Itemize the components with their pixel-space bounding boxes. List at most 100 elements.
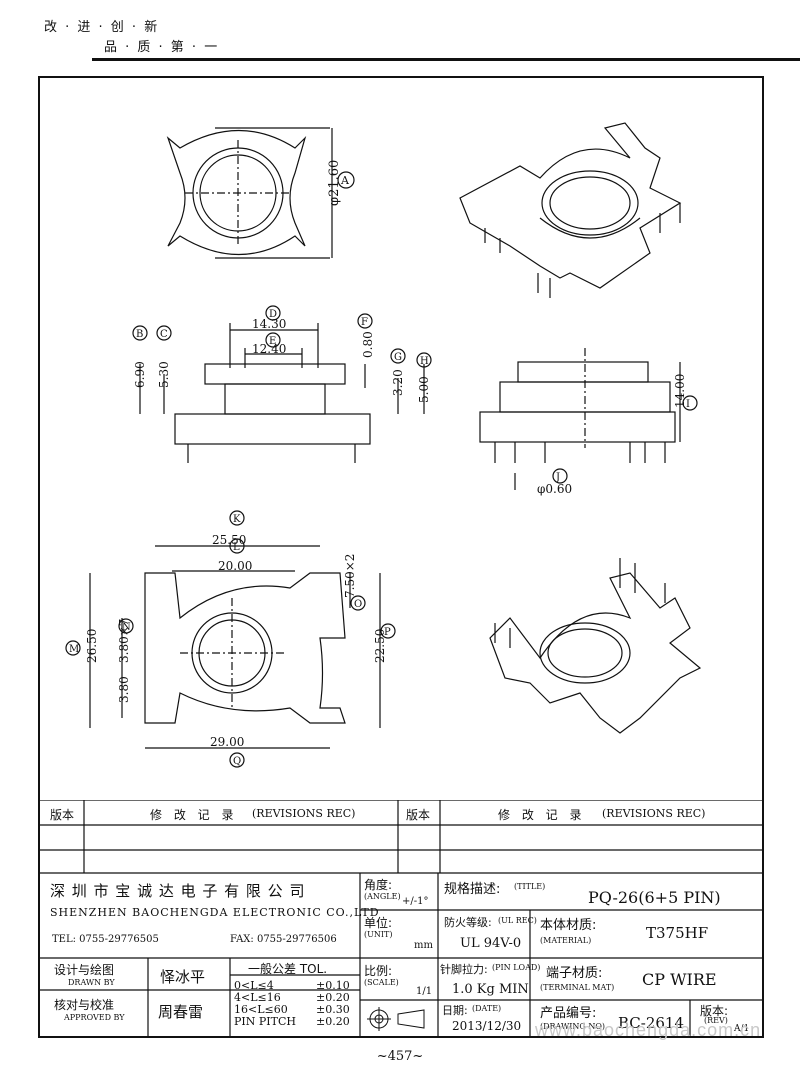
svg-text:20.00: 20.00 <box>218 559 252 573</box>
dim-A-value: φ21.60 <box>327 160 342 206</box>
title-value: PQ-26(6+5 PIN) <box>588 888 721 907</box>
header-slogan-2: 品 · 质 · 第 · 一 <box>104 40 220 55</box>
fire-value: UL 94V-0 <box>460 936 522 951</box>
terminal-label-en: (TERMINAL MAT) <box>540 983 615 992</box>
rev-col-version: 版本 <box>50 808 75 822</box>
rev-label: 版本: <box>700 1004 729 1018</box>
scale-label: 比例: <box>364 964 393 978</box>
svg-text:H: H <box>420 356 429 367</box>
terminal-value: CP WIRE <box>642 970 717 989</box>
rev-col-record-en: (REVISIONS REC) <box>252 807 356 820</box>
title-block: 版本 修 改 记 录 (REVISIONS REC) 版本 修 改 记 录 (R… <box>40 800 762 1036</box>
unit-label: 单位: <box>364 916 393 930</box>
page-number: ~457~ <box>376 1049 424 1064</box>
svg-text:E: E <box>269 336 276 347</box>
title-block-grid <box>40 800 762 1036</box>
svg-text:I: I <box>686 399 690 410</box>
svg-text:29.00: 29.00 <box>210 735 244 749</box>
svg-text:L: L <box>233 542 240 553</box>
svg-text:C: C <box>160 329 168 340</box>
company-name-en: SHENZHEN BAOCHENGDA ELECTRONIC CO.,LTD <box>50 906 380 919</box>
scale-label-en: (SCALE) <box>364 978 399 987</box>
svg-text:Q: Q <box>233 756 241 767</box>
top-view: φ21.60 A <box>166 127 355 259</box>
company-fax: FAX: 0755-29776506 <box>230 934 337 945</box>
svg-text:K: K <box>233 514 241 525</box>
svg-text:14.00: 14.00 <box>673 374 687 408</box>
svg-text:0.80: 0.80 <box>361 331 375 358</box>
approved-by-label-en: APPROVED BY <box>64 1013 125 1022</box>
svg-text:6.90: 6.90 <box>133 361 147 388</box>
svg-text:3.80: 3.80 <box>117 676 131 703</box>
pinload-label-en: (PIN LOAD) <box>492 963 541 972</box>
drawn-by-label-en: DRAWN BY <box>68 978 115 987</box>
watermark: www.baochengda.com.cn <box>535 1020 762 1040</box>
svg-text:25.50: 25.50 <box>212 533 246 547</box>
svg-text:3.20: 3.20 <box>391 369 405 396</box>
pinload-value: 1.0 Kg MIN <box>452 982 529 997</box>
svg-text:P: P <box>384 627 391 638</box>
date-value: 2013/12/30 <box>452 1019 522 1033</box>
drawing-no-label: 产品编号: <box>540 1006 597 1021</box>
title-label-en: (TITLE) <box>514 882 546 891</box>
iso-view-bottom <box>489 558 702 734</box>
drawn-by-name: 怿冰平 <box>160 968 206 986</box>
dim-D-value: 14.30 <box>252 317 286 331</box>
angle-value: +/-1° <box>402 896 429 907</box>
svg-text:5.00: 5.00 <box>417 376 431 403</box>
tolerance-rows: 0<L≤4±0.10 4<L≤16±0.20 16<L≤60±0.30 PIN … <box>234 979 350 1028</box>
date-label: 日期: <box>442 1004 468 1017</box>
svg-text:φ0.60: φ0.60 <box>537 482 572 496</box>
svg-text:O: O <box>354 599 362 610</box>
material-value: T375HF <box>646 924 709 942</box>
label-A: A <box>340 174 350 187</box>
material-label-en: (MATERIAL) <box>540 936 592 945</box>
drawn-by-label: 设计与绘图 <box>54 963 115 977</box>
svg-text:22.50: 22.50 <box>373 629 387 663</box>
bottom-view: 25.50 20.00 K L 26.50 M 3.80×7 3.80 N 7.… <box>65 510 396 768</box>
approved-by-label: 核对与校准 <box>54 998 115 1012</box>
header-rule <box>92 58 800 61</box>
company-tel: TEL: 0755-29776505 <box>52 934 159 945</box>
header-slogan-1: 改 · 进 · 创 · 新 <box>44 20 160 35</box>
rev-label-en: (REV) <box>704 1016 728 1025</box>
date-label-en: (DATE) <box>472 1004 502 1013</box>
approved-by-name: 周春雷 <box>158 1003 204 1021</box>
side-view: 14.00 I φ0.60 J <box>479 348 698 496</box>
rev-value: A/1 <box>734 1024 750 1034</box>
drawing-no-value: BC-2614 <box>618 1014 685 1032</box>
rev-col-version-2: 版本 <box>406 808 431 822</box>
projection-symbol-icon <box>367 1007 425 1031</box>
iso-view-top <box>459 122 682 298</box>
pinload-label: 针脚拉力: <box>440 963 488 976</box>
front-view: 14.30 12.40 D E 6.90 5.30 B C 0.80 3.20 … <box>132 305 432 463</box>
rev-col-record-2: 修 改 记 录 <box>498 808 586 822</box>
svg-text:J: J <box>555 472 560 483</box>
company-name-cn: 深 圳 市 宝 诚 达 电 子 有 限 公 司 <box>50 882 306 900</box>
angle-label-en: (ANGLE) <box>364 892 401 901</box>
tolerance-title: 一般公差 TOL. <box>248 962 328 976</box>
svg-text:D: D <box>269 309 277 320</box>
rev-col-record: 修 改 记 录 <box>150 808 238 822</box>
unit-value: mm <box>414 940 433 951</box>
svg-text:26.50: 26.50 <box>85 629 99 663</box>
material-label: 本体材质: <box>540 918 597 933</box>
rev-col-record-en-2: (REVISIONS REC) <box>602 807 706 820</box>
svg-text:F: F <box>361 317 368 328</box>
scale-value: 1/1 <box>416 986 433 997</box>
svg-text:7.50×2: 7.50×2 <box>343 554 357 598</box>
svg-text:N: N <box>122 622 131 633</box>
drawing-no-label-en: (DRAWING NO) <box>540 1022 606 1031</box>
svg-text:G: G <box>394 352 402 363</box>
title-label: 规格描述: <box>444 882 501 897</box>
terminal-label: 端子材质: <box>546 966 603 981</box>
angle-label: 角度: <box>364 878 393 892</box>
drawing-sheet: φ21.60 A 14.30 <box>38 76 764 1038</box>
fire-label: 防火等级: <box>444 916 492 929</box>
svg-text:5.30: 5.30 <box>157 361 171 388</box>
fire-label-en: (UL REC) <box>498 916 537 925</box>
svg-text:M: M <box>69 644 79 655</box>
technical-drawing: φ21.60 A 14.30 <box>65 122 702 768</box>
svg-text:B: B <box>136 329 143 340</box>
unit-label-en: (UNIT) <box>364 930 393 939</box>
